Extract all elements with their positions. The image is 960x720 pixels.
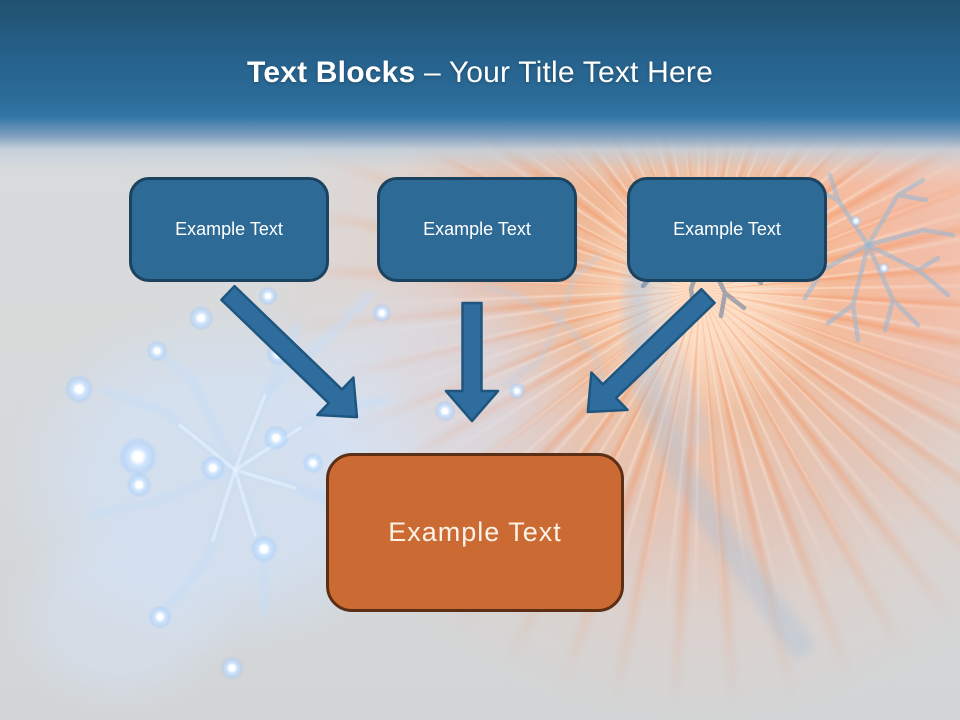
axon-trunk [622,210,813,658]
glow-dot [878,262,890,274]
arrow-left [220,284,359,419]
text-block-1-label: Example Text [175,219,283,239]
neuron-bottom-left-highlights [178,393,302,542]
glow-dot [64,374,94,404]
slide-title: Text Blocks – Your Title Text Here [0,56,960,90]
result-block-label: Example Text [388,517,562,547]
glow-dot [434,400,456,422]
text-block-3[interactable]: Example Text [627,177,827,282]
glow-dot [850,215,862,227]
glow-dot [126,472,152,498]
glow-dot [220,656,244,680]
glow-dot [258,286,278,306]
arrow-middle [444,301,500,423]
glow-dot [200,455,226,481]
glow-dot [146,340,168,362]
glow-dot [266,342,290,366]
glow-dot [148,605,172,629]
title-bar [0,0,960,185]
dendrite-cluster-light [802,172,956,343]
text-block-3-label: Example Text [673,219,781,239]
text-block-2-label: Example Text [423,219,531,239]
glow-dot [118,437,158,477]
glow-dot [250,535,278,563]
glow-dot [372,303,392,323]
text-block-2[interactable]: Example Text [377,177,577,282]
slide-title-rest: – Your Title Text Here [423,56,713,89]
text-block-1[interactable]: Example Text [129,177,329,282]
glow-dot [508,382,526,400]
glow-dot [263,425,289,451]
result-block[interactable]: Example Text [326,453,624,612]
arrow-right [586,287,716,414]
slide-title-emphasis: Text Blocks [247,56,416,89]
glow-dot [188,305,214,331]
glow-dot [302,452,324,474]
